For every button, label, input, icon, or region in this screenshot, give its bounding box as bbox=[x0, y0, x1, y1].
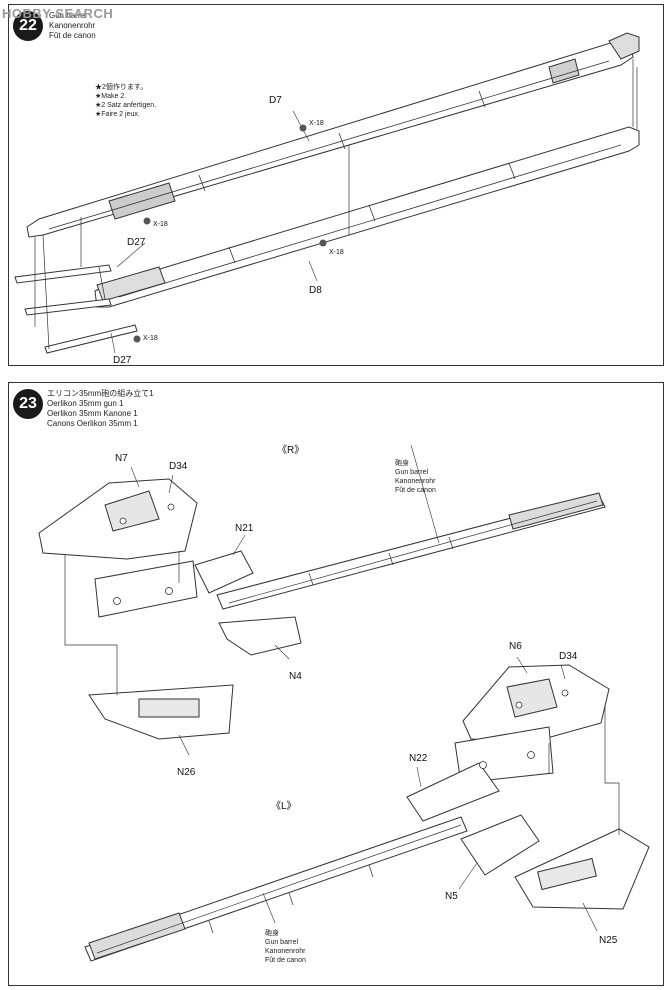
barrel-caption-l: 砲身 Gun barrel Kanonenrohr Fût de canon bbox=[265, 929, 306, 965]
bracket-n5 bbox=[460, 814, 540, 876]
barrel-caption-r: 砲身 Gun barrel Kanonenrohr Fût de canon bbox=[395, 459, 436, 495]
barrel-caption-fr: Fût de canon bbox=[395, 487, 436, 494]
title-line-en: Gun barrel bbox=[49, 11, 87, 20]
barrel-caption-en: Gun barrel bbox=[395, 469, 429, 476]
rail-d27-mid bbox=[24, 298, 112, 316]
side-label-r: 《R》 bbox=[277, 445, 305, 456]
barrel-d7-muzzle bbox=[608, 32, 640, 60]
step-number-22: 22 bbox=[13, 11, 43, 41]
part-label-d34-r: D34 bbox=[169, 461, 188, 472]
rail-d27-top bbox=[14, 264, 112, 284]
title-line-fr: Fût de canon bbox=[49, 31, 96, 40]
barrel-caption-de: Kanonenrohr bbox=[265, 948, 306, 955]
barrel-caption-de: Kanonenrohr bbox=[395, 478, 436, 485]
barrel-caption-jp: 砲身 bbox=[265, 930, 279, 937]
x18-marker-4 bbox=[133, 335, 141, 343]
title-line-de: Kanonenrohr bbox=[49, 21, 96, 30]
barrel-caption-jp: 砲身 bbox=[395, 460, 409, 467]
note-line-de: ★2 Satz anfertigen. bbox=[95, 102, 157, 109]
bracket-n21 bbox=[194, 550, 254, 594]
part-label-n26: N26 bbox=[177, 767, 196, 778]
x18-marker-2 bbox=[143, 217, 151, 225]
x18-label-2: X-18 bbox=[153, 221, 168, 228]
x18-label-1: X-18 bbox=[309, 120, 324, 127]
part-label-d7: D7 bbox=[269, 95, 282, 106]
part-label-n4: N4 bbox=[289, 671, 302, 682]
watermark: HOBBY SEARCH bbox=[2, 6, 114, 21]
step-23-title: エリコン35mm砲の組み立て1 Oerlikon 35mm gun 1 Oerl… bbox=[47, 389, 154, 429]
note-line-fr: ★Faire 2 jeux. bbox=[95, 111, 140, 118]
part-label-n5: N5 bbox=[445, 891, 458, 902]
title-line-en: Oerlikon 35mm gun 1 bbox=[47, 399, 124, 408]
part-label-n21: N21 bbox=[235, 523, 254, 534]
side-label-l: 《L》 bbox=[271, 801, 297, 812]
rail-d27-bottom bbox=[44, 324, 138, 354]
make-two-note: ★2個作ります。 ★Make 2. ★2 Satz anfertigen. ★F… bbox=[95, 83, 156, 119]
title-line-fr: Canons Oerlikon 35mm 1 bbox=[47, 419, 138, 428]
part-label-d27-bottom: D27 bbox=[113, 355, 132, 366]
x18-marker-3 bbox=[319, 239, 327, 247]
step-22-panel: 22 Gun barrel Kanonenrohr Fût de canon ★… bbox=[8, 4, 664, 366]
barrel-d7 bbox=[26, 40, 634, 238]
gun-barrel-assembly-drawing bbox=[14, 32, 640, 354]
note-line-jp: ★2個作ります。 bbox=[95, 84, 148, 91]
x18-marker-1 bbox=[299, 124, 307, 132]
part-label-d27-top: D27 bbox=[127, 237, 146, 248]
part-label-d34-l: D34 bbox=[559, 651, 578, 662]
barrel-r bbox=[216, 494, 606, 610]
title-line-jp: エリコン35mm砲の組み立て1 bbox=[47, 389, 154, 398]
note-line-en: ★Make 2. bbox=[95, 93, 127, 100]
barrel-caption-en: Gun barrel bbox=[265, 939, 299, 946]
part-label-n6: N6 bbox=[509, 641, 522, 652]
part-label-n7: N7 bbox=[115, 453, 128, 464]
step-number-23: 23 bbox=[13, 389, 43, 419]
step-22-title: Gun barrel Kanonenrohr Fût de canon bbox=[49, 11, 96, 41]
barrel-caption-fr: Fût de canon bbox=[265, 957, 306, 964]
x18-label-3: X-18 bbox=[329, 249, 344, 256]
plate-r bbox=[94, 560, 198, 618]
barrel-d8 bbox=[94, 126, 640, 308]
part-label-n22: N22 bbox=[409, 753, 428, 764]
bracket-n22 bbox=[406, 762, 500, 822]
part-label-n25: N25 bbox=[599, 935, 618, 946]
step-23-panel: 23 エリコン35mm砲の組み立て1 Oerlikon 35mm gun 1 O… bbox=[8, 382, 664, 986]
x18-label-4: X-18 bbox=[143, 335, 158, 342]
part-label-d8: D8 bbox=[309, 285, 322, 296]
oerlikon-gun-assembly-drawing bbox=[38, 444, 650, 962]
bracket-n4 bbox=[218, 616, 302, 656]
title-line-de: Oerlikon 35mm Kanone 1 bbox=[47, 409, 138, 418]
